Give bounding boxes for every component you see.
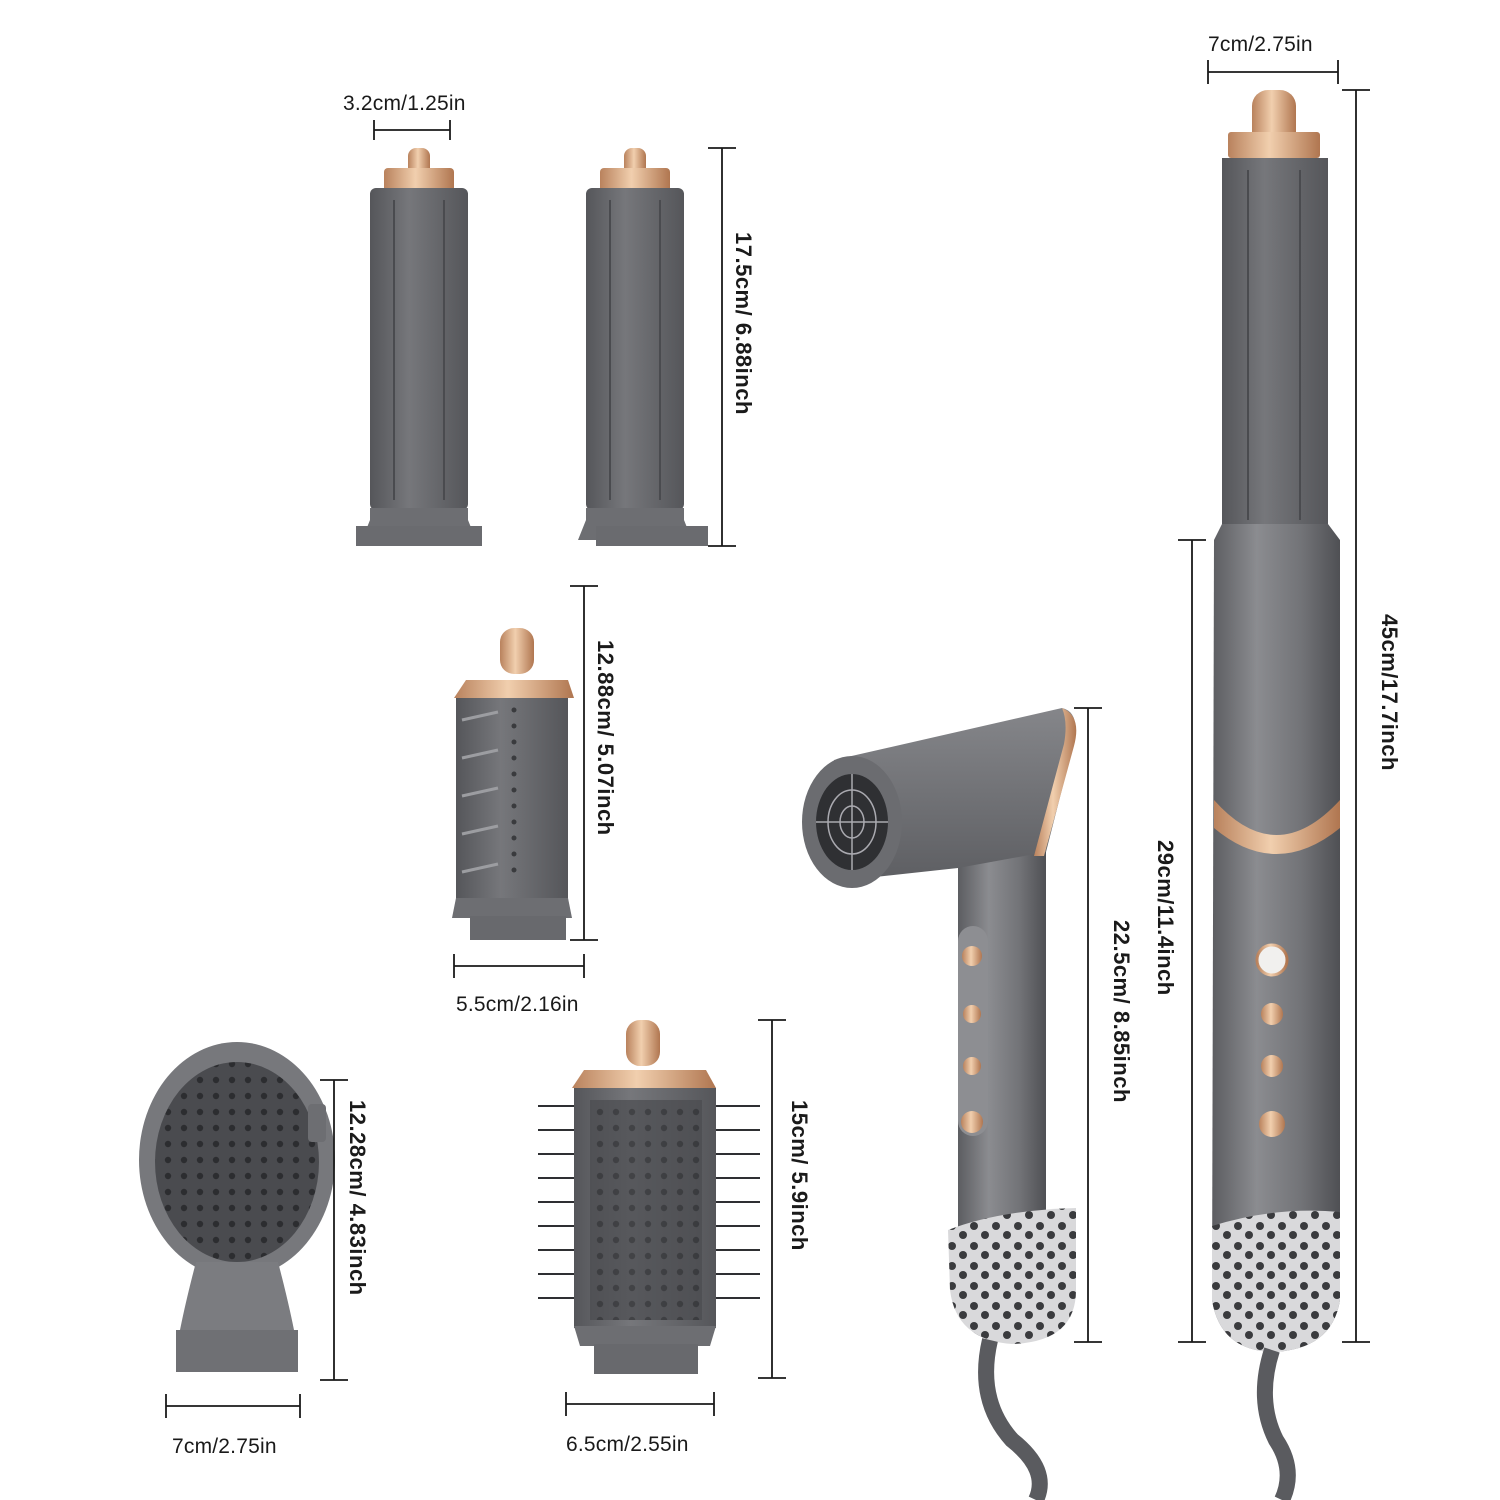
multi-styler bbox=[1212, 90, 1340, 1500]
snowflake-icon bbox=[1255, 943, 1289, 977]
thermometer-icon bbox=[963, 1057, 981, 1075]
thermometer-icon bbox=[1261, 1055, 1283, 1077]
round-brush-width-label: 5.5cm/2.16in bbox=[456, 993, 579, 1016]
fan-icon bbox=[1261, 1003, 1283, 1025]
styler-width-label: 7cm/2.75in bbox=[1208, 33, 1313, 56]
diffuser bbox=[139, 1042, 335, 1372]
hair-dryer bbox=[802, 708, 1077, 1500]
dimension-lines bbox=[165, 60, 1370, 1418]
curler-small-width-label: 3.2cm/1.25in bbox=[343, 92, 466, 115]
diffuser-height-label: 12.28cm/ 4.83inch bbox=[345, 1100, 370, 1296]
bristle-brush-width-label: 6.5cm/2.55in bbox=[566, 1433, 689, 1456]
handle-height-label: 29cm/11.4inch bbox=[1153, 840, 1178, 996]
bristle-brush bbox=[538, 1020, 760, 1374]
curler-barrel-large bbox=[578, 148, 708, 546]
curler-height-label: 17.5cm/ 6.88inch bbox=[731, 232, 756, 415]
power-icon bbox=[1259, 1111, 1285, 1137]
round-brush-height-label: 12.88cm/ 5.07inch bbox=[593, 640, 618, 836]
bristle-brush-height-label: 15cm/ 5.9inch bbox=[787, 1100, 812, 1251]
curler-barrel-small bbox=[356, 148, 482, 546]
power-icon bbox=[961, 1111, 983, 1133]
styler-height-label: 45cm/17.7inch bbox=[1377, 614, 1402, 771]
round-brush bbox=[452, 628, 574, 940]
diffuser-width-label: 7cm/2.75in bbox=[172, 1435, 277, 1458]
dryer-height-label: 22.5cm/ 8.85inch bbox=[1109, 920, 1134, 1103]
snowflake-icon bbox=[962, 946, 982, 966]
fan-icon bbox=[963, 1005, 981, 1023]
